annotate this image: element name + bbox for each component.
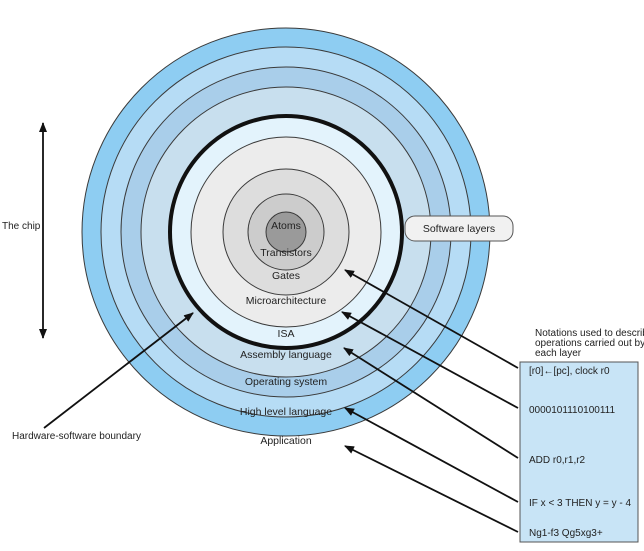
- layer-label-isa: ISA: [278, 328, 295, 340]
- notation-high-level: IF x < 3 THEN y = y - 4: [529, 498, 632, 509]
- software-layers-callout: Software layers: [404, 215, 514, 242]
- notations-header-line-3: each layer: [535, 348, 582, 359]
- software-layers-box: [404, 215, 514, 242]
- notations-header-line-2: operations carried out by: [535, 338, 644, 349]
- layer-label-atoms: Atoms: [271, 220, 301, 232]
- layer-label-microarchitecture: Microarchitecture: [246, 295, 327, 307]
- notation-pointers: [341, 269, 519, 533]
- layer-labels: Application High level language Operatin…: [240, 220, 332, 447]
- layer-label-application: Application: [260, 435, 312, 447]
- boundary-arrow: [43, 312, 194, 429]
- layer-label-transistors: Transistors: [260, 247, 312, 259]
- layer-label-gates: Gates: [272, 270, 300, 282]
- chip-label: The chip: [2, 221, 41, 232]
- pointer-high-level-language: [344, 407, 519, 503]
- layer-label-operating-system: Operating system: [245, 376, 328, 388]
- notations-box: [519, 361, 639, 543]
- layer-label-high-level-language: High level language: [240, 406, 332, 418]
- notations-panel: Notations used to describe operations ca…: [519, 328, 644, 543]
- notation-application: Ng1-f3 Qg5xg3+: [529, 528, 603, 539]
- pointer-microarchitecture: [344, 269, 519, 369]
- layer-label-assembly-language: Assembly language: [240, 349, 332, 361]
- notation-assembly: ADD r0,r1,r2: [529, 455, 586, 466]
- pointer-isa: [341, 311, 519, 409]
- software-layers-label: Software layers: [423, 223, 495, 235]
- layer-rings: [81, 27, 491, 437]
- notations-header-line-1: Notations used to describe: [535, 328, 644, 339]
- ring-atoms: [265, 211, 307, 253]
- notation-machine-code: 0000101110100111: [529, 405, 615, 416]
- pointer-assembly-language: [343, 347, 519, 459]
- boundary-label: Hardware-software boundary: [12, 431, 141, 442]
- notation-register-transfer: [r0]←[pc], clock r0: [529, 366, 610, 377]
- pointer-application: [344, 445, 519, 533]
